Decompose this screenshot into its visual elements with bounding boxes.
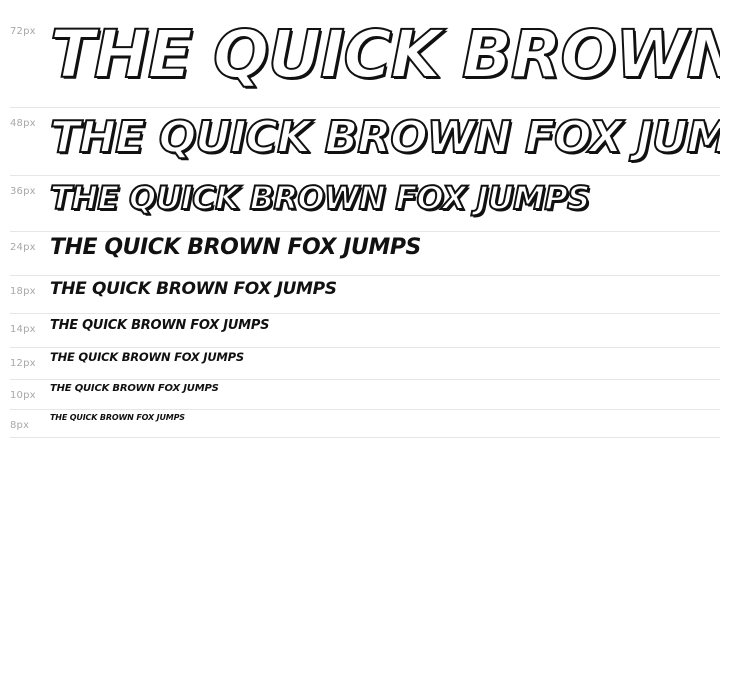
sample-text-48: THE QUICK BROWN FOX jumps xyxy=(49,112,720,163)
size-label: 14px xyxy=(10,324,36,335)
size-label: 24px xyxy=(10,242,36,253)
waterfall-row-10: 10px THE QUICK BROWN FOX jumps xyxy=(10,380,720,410)
sample-text-10: THE QUICK BROWN FOX jumps xyxy=(50,383,219,394)
font-waterfall: 72px THE QUICK BROWN FOX jumps 48px THE … xyxy=(10,10,720,438)
sample-text-14: THE QUICK BROWN FOX jumps xyxy=(50,318,270,333)
waterfall-row-36: 36px THE QUICK BROWN FOX jumps xyxy=(10,176,720,232)
size-label: 48px xyxy=(10,118,36,129)
size-label: 72px xyxy=(10,26,36,37)
size-label: 12px xyxy=(10,358,36,369)
waterfall-row-48: 48px THE QUICK BROWN FOX jumps xyxy=(10,108,720,176)
sample-text-24: THE QUICK BROWN FOX jumps xyxy=(50,235,421,260)
waterfall-row-24: 24px THE QUICK BROWN FOX jumps xyxy=(10,232,720,276)
waterfall-row-18: 18px THE QUICK BROWN FOX jumps xyxy=(10,276,720,314)
sample-text-72: THE QUICK BROWN FOX jumps xyxy=(49,16,720,93)
sample-text-12: THE QUICK BROWN FOX jumps xyxy=(50,350,244,364)
waterfall-row-12: 12px THE QUICK BROWN FOX jumps xyxy=(10,348,720,380)
size-label: 36px xyxy=(10,186,36,197)
sample-text-8: THE QUICK BROWN FOX jumps xyxy=(50,413,185,422)
sample-text-18: THE QUICK BROWN FOX jumps xyxy=(50,279,337,299)
waterfall-row-14: 14px THE QUICK BROWN FOX jumps xyxy=(10,314,720,348)
waterfall-row-8: 8px THE QUICK BROWN FOX jumps xyxy=(10,410,720,438)
waterfall-row-72: 72px THE QUICK BROWN FOX jumps xyxy=(10,10,720,108)
size-label: 18px xyxy=(10,286,36,297)
sample-text-36: THE QUICK BROWN FOX jumps xyxy=(49,179,591,217)
size-label: 8px xyxy=(10,420,30,431)
size-label: 10px xyxy=(10,390,36,401)
